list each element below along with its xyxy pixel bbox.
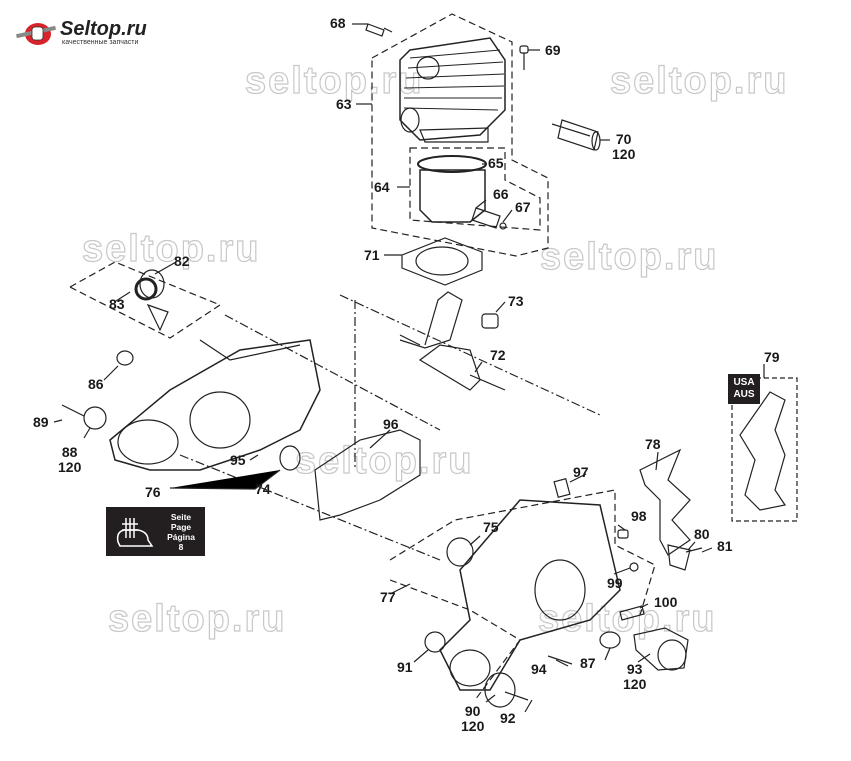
callout-77[interactable]: 77 [380, 589, 396, 605]
callout-66[interactable]: 66 [493, 186, 509, 202]
page-reference-box[interactable]: Seite Page Página 8 [106, 507, 205, 556]
callout-100[interactable]: 100 [654, 594, 678, 610]
callout-80[interactable]: 80 [694, 526, 710, 542]
callout-88-number: 88 [61, 444, 78, 460]
region-badge-line-2: AUS [733, 389, 755, 400]
callout-73[interactable]: 73 [508, 293, 524, 309]
logo-tagline: качественные запчасти [62, 39, 139, 46]
callout-95[interactable]: 95 [230, 452, 246, 468]
callout-93-qty: 120 [623, 676, 647, 692]
group-box-cylinder [371, 13, 549, 257]
watermark: seltop.ru [609, 59, 789, 102]
callout-79[interactable]: 79 [764, 349, 780, 365]
cylinder-part [399, 37, 506, 143]
callout-74[interactable]: 74 [255, 481, 271, 497]
callout-89[interactable]: 89 [33, 414, 49, 430]
callout-78[interactable]: 78 [645, 436, 661, 452]
callout-91[interactable]: 91 [397, 659, 413, 675]
crankcase-left [109, 339, 321, 471]
callout-86[interactable]: 86 [88, 376, 104, 392]
callout-63[interactable]: 63 [336, 96, 352, 112]
page-ref-line-2: Page [170, 522, 192, 532]
logo-name: Seltop.ru [60, 18, 147, 40]
callout-92[interactable]: 92 [500, 710, 516, 726]
callout-82[interactable]: 82 [174, 253, 190, 269]
callout-64[interactable]: 64 [374, 179, 390, 195]
callout-67[interactable]: 67 [515, 199, 531, 215]
callout-97[interactable]: 97 [573, 464, 589, 480]
region-badge-line-1: USA [733, 377, 755, 388]
region-badge: USA AUS [728, 374, 760, 404]
page-ref-line-4: 8 [178, 542, 184, 552]
callout-72[interactable]: 72 [490, 347, 506, 363]
callout-83[interactable]: 83 [109, 296, 125, 312]
o-ring-83 [134, 277, 158, 301]
callout-88-qty: 120 [58, 459, 82, 475]
callout-70-qty: 120 [612, 146, 636, 162]
callout-81[interactable]: 81 [717, 538, 733, 554]
watermark: seltop.ru [81, 227, 261, 270]
callout-69[interactable]: 69 [545, 42, 561, 58]
callout-75[interactable]: 75 [483, 519, 499, 535]
fist-wrench-icon [16, 23, 56, 45]
callout-93-number: 93 [626, 661, 643, 677]
callout-87[interactable]: 87 [580, 655, 596, 671]
callout-71[interactable]: 71 [364, 247, 380, 263]
callout-70-number: 70 [615, 131, 632, 147]
watermark: seltop.ru [107, 597, 287, 640]
callout-94[interactable]: 94 [531, 661, 547, 677]
page-ref-line-1: Seite [170, 512, 192, 522]
callout-90-number: 90 [464, 703, 481, 719]
watermark: seltop.ru [294, 439, 474, 482]
watermark: seltop.ru [244, 59, 424, 102]
callout-65[interactable]: 65 [488, 155, 504, 171]
callout-96[interactable]: 96 [383, 416, 399, 432]
callout-68[interactable]: 68 [330, 15, 346, 31]
watermark: seltop.ru [539, 235, 719, 278]
chain-saw-hand-icon [116, 518, 154, 547]
callout-76[interactable]: 76 [145, 484, 161, 500]
page-ref-line-3: Página [167, 532, 195, 542]
callout-99[interactable]: 99 [607, 575, 623, 591]
callout-90-qty: 120 [461, 718, 485, 734]
callout-98[interactable]: 98 [631, 508, 647, 524]
